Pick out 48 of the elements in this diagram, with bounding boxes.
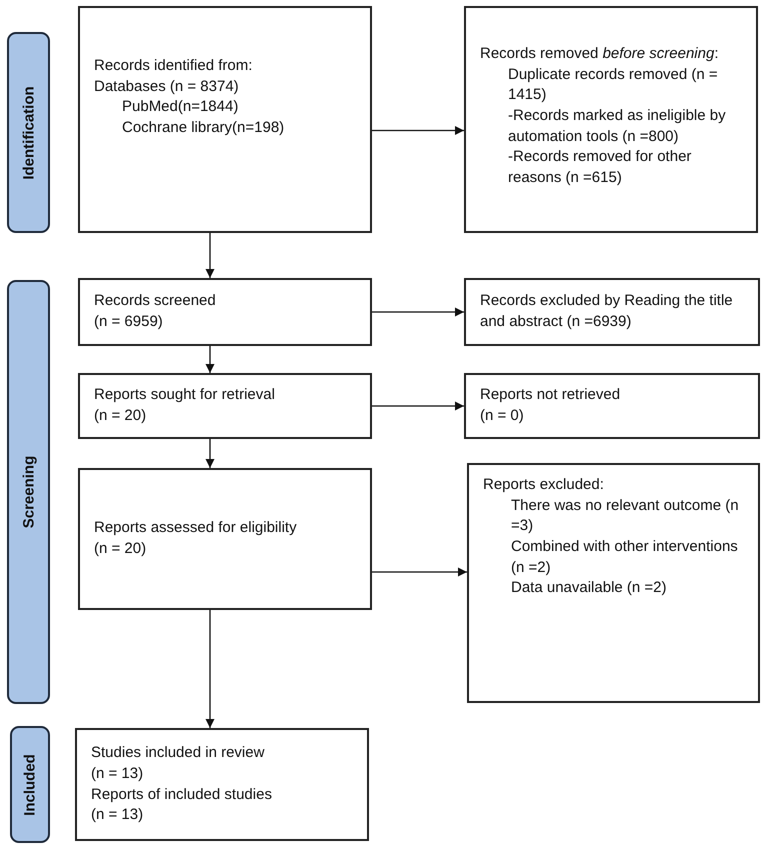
arrow [205,439,215,468]
process-box [75,728,369,841]
process-box [78,468,372,610]
box-text: Cochrane library(n=198) [121,118,286,138]
stage-label: Screening [20,456,37,528]
stage-band [10,726,50,843]
box-text: (n = 6959) [94,312,164,332]
arrow [372,401,464,411]
process-box [464,373,760,439]
box-text: Records identified from: [94,56,254,76]
process-box [464,278,760,346]
box-text: Reports sought for retrieval [94,385,276,406]
box-text: Records removed before screening: [480,44,720,64]
box-text: Studies included in review [91,743,266,764]
box-text: Data unavailable (n =2) [510,578,668,598]
arrow [205,610,215,728]
box-text: Reports not retrieved [480,385,622,406]
box-text: Combined with other interventions (n =2) [510,537,739,578]
box-text: Databases (n = 8374) [94,76,240,97]
box-text: Reports of included studies [91,784,273,804]
box-text: (n = 13) [91,805,144,826]
box-text: Duplicate records removed (n = 1415) [507,64,719,106]
process-box [78,278,372,346]
box-text: (n = 0) [480,406,525,426]
box-text: -Records removed for other reasons (n =615) [507,147,692,188]
box-text: There was no relevant outcome (n =3) [510,496,740,536]
box-text: Reports excluded: [483,475,605,495]
stage-band [7,280,50,704]
stage-band [7,32,50,233]
arrow [205,233,215,278]
process-box [78,6,372,233]
process-box [78,373,372,439]
arrow [205,346,215,373]
stage-label: Included [22,754,38,816]
box-text: Reports assessed for eligibility [94,518,298,538]
process-box [464,6,758,233]
box-text: (n = 13) [91,764,144,784]
stage-label: Identification [20,86,37,180]
box-text: Records screened [94,291,217,312]
box-text: -Records marked as ineligible by automation tools (n =800) [507,106,727,147]
process-box [467,463,760,703]
box-text: Records excluded by Reading the title and abstract (n =6939) [480,291,734,332]
arrow [372,307,464,317]
box-text: (n = 20) [94,406,148,426]
arrow [372,126,464,136]
arrow [372,567,467,577]
box-text: PubMed(n=1844) [121,97,240,118]
box-text: (n = 20) [94,539,148,559]
